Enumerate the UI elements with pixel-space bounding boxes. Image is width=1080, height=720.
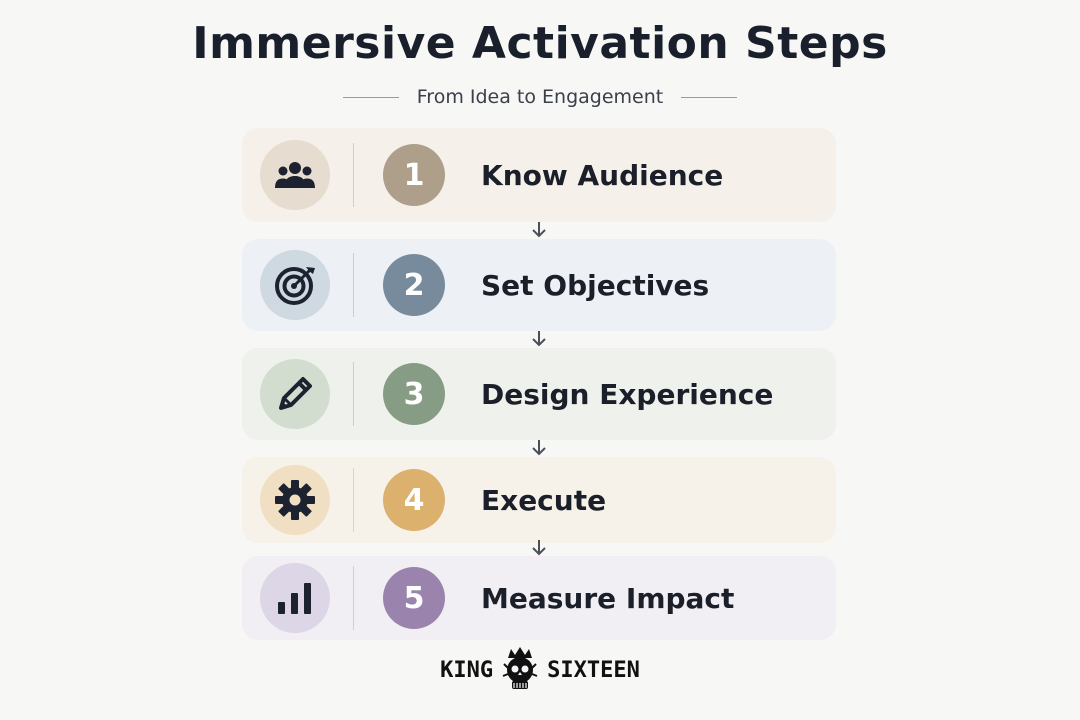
arrow-down-icon — [532, 540, 546, 556]
step-number-badge: 3 — [383, 363, 445, 425]
brand-logo: KING SIXTEEN — [0, 646, 1080, 694]
step-card-2: 2 Set Objectives — [242, 239, 836, 331]
arrow-down-icon — [532, 440, 546, 456]
step-number-badge: 5 — [383, 567, 445, 629]
target-icon — [260, 250, 330, 320]
pencil-icon — [260, 359, 330, 429]
subtitle-row: From Idea to Engagement — [0, 86, 1080, 108]
step-card-5: 5 Measure Impact — [242, 556, 836, 640]
step-number-badge: 2 — [383, 254, 445, 316]
arrow-down-icon — [532, 331, 546, 347]
people-icon — [260, 140, 330, 210]
step-divider — [353, 143, 354, 207]
step-card-4: 4 Execute — [242, 457, 836, 543]
step-label: Measure Impact — [481, 582, 735, 615]
step-label: Execute — [481, 484, 607, 517]
step-divider — [353, 253, 354, 317]
gear-icon — [260, 465, 330, 535]
bar-chart-icon — [260, 563, 330, 633]
crowned-skull-icon — [502, 647, 538, 689]
step-label: Set Objectives — [481, 269, 710, 302]
step-label: Know Audience — [481, 159, 724, 192]
step-number-badge: 1 — [383, 144, 445, 206]
subtitle-rule-right — [681, 96, 738, 98]
subtitle-rule-left — [342, 96, 399, 98]
step-divider — [353, 362, 354, 426]
step-divider — [353, 566, 354, 630]
step-number-badge: 4 — [383, 469, 445, 531]
step-card-3: 3 Design Experience — [242, 348, 836, 440]
page-subtitle: From Idea to Engagement — [416, 86, 664, 108]
step-divider — [353, 468, 354, 532]
brand-name-right: SIXTEEN — [547, 657, 640, 683]
brand-name-left: KING — [440, 657, 494, 683]
step-card-1: 1 Know Audience — [242, 128, 836, 222]
arrow-down-icon — [532, 222, 546, 238]
step-label: Design Experience — [481, 378, 774, 411]
page-title: Immersive Activation Steps — [192, 18, 888, 69]
